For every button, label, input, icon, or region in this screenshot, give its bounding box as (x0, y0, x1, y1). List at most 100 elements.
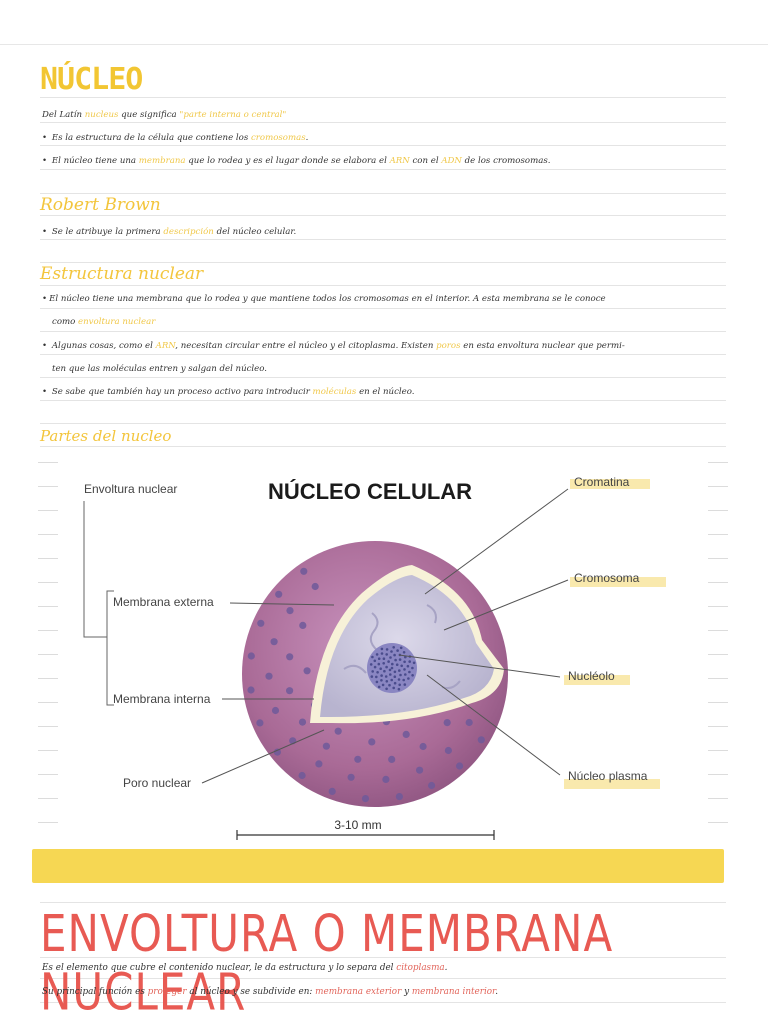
highlight: membrana exterior (315, 987, 402, 997)
nucleolus-granule (403, 683, 407, 686)
label-poro-nuclear: Poro nuclear (123, 776, 191, 790)
ruled-line (40, 423, 726, 424)
nuclear-pore-dot (256, 719, 264, 727)
text: en esta envoltura nuclear que permi- (460, 341, 625, 351)
nucleolus-granule (389, 673, 392, 676)
nuclear-pore-dot (286, 653, 294, 661)
highlight: ARN (155, 341, 176, 351)
nucleolus-granule (402, 651, 406, 654)
highlight: membrana (138, 156, 186, 166)
nucleolus-granule (375, 680, 379, 684)
nuclear-pore-dot (465, 718, 473, 727)
nucleolus-granule (380, 679, 383, 682)
estructura-line-2: como envoltura nuclear (52, 317, 155, 327)
nucleolus-granule (377, 657, 381, 660)
nucleolus-granule (398, 658, 402, 661)
nucleolus-granule (388, 668, 392, 672)
nucleolus-granule (393, 670, 397, 674)
ruled-line (40, 262, 726, 263)
nucleolus-granule (399, 673, 402, 677)
nucleolus-granule (411, 674, 414, 677)
nucleolus-granule (381, 683, 385, 687)
nucleolus-granule (385, 680, 389, 683)
intro-line-2: Es la estructura de la célula que contie… (42, 133, 309, 143)
label-cromatina: Cromatina (574, 475, 630, 489)
label-membrana-externa: Membrana externa (113, 595, 214, 609)
nuclear-pore-dot (299, 621, 307, 629)
membrana-line-2: Su principal función es proteger al núcl… (42, 987, 498, 997)
text: del núcleo celular. (213, 227, 297, 237)
nucleolus-granule (392, 646, 396, 649)
nucleolus-granule (390, 666, 394, 670)
estructura-line-4: ten que las moléculas entren y salgan de… (52, 364, 268, 374)
highlight: nucleus (84, 110, 119, 120)
text: como (52, 317, 79, 327)
nuclear-pore-dot (402, 730, 410, 738)
nuclear-pore-dot (368, 738, 376, 746)
ruled-line (40, 122, 726, 123)
nuclear-pore-dot (456, 762, 464, 770)
ruled-line (40, 145, 726, 146)
highlight: moléculas (312, 387, 357, 397)
nucleolus-granule (379, 667, 383, 670)
nucleolus-granule (385, 653, 389, 656)
nucleolus-granule (385, 665, 388, 669)
nucleolus-granule (393, 653, 396, 657)
text: Su principal función es (42, 987, 148, 997)
label-cromosoma: Cromosoma (574, 571, 640, 585)
nucleolus-granule (402, 678, 406, 682)
ruled-line (40, 97, 726, 98)
text: Es el elemento que cubre el contenido nu… (42, 963, 397, 973)
text: Del Latín (42, 110, 85, 120)
text: . (305, 133, 309, 143)
text: que lo rodea y es el lugar donde se elab… (185, 156, 390, 166)
highlight: citoplasma (396, 963, 445, 973)
scale-label: 3-10 mm (334, 818, 381, 832)
text: y (401, 987, 412, 997)
nucleolus-granule (397, 687, 401, 691)
nuclear-pore-dot (271, 706, 280, 715)
ruled-line (40, 1002, 726, 1003)
label-envoltura-nuclear: Envoltura nuclear (84, 482, 177, 496)
nucleolus-granule (393, 675, 397, 678)
nuclear-pore-dot (354, 755, 362, 763)
intro-line-3: El núcleo tiene una membrana que lo rode… (42, 156, 551, 166)
robert-line-1: Se le atribuye la primera descripción de… (42, 227, 296, 237)
nucleolus-granule (373, 665, 377, 669)
nucleolus-granule (395, 663, 399, 666)
page-title: NÚCLEO (40, 62, 143, 97)
nuclear-pore-dot (303, 667, 311, 675)
nucleolus-granule (393, 681, 397, 685)
text: Se le atribuye la primera (51, 227, 164, 237)
nucleolus-granule (403, 668, 406, 671)
ruled-line (40, 354, 726, 355)
text: en el núcleo. (356, 387, 415, 397)
nucleolus-granule (390, 678, 394, 682)
nuclear-pore-dot (347, 773, 355, 781)
text: . (444, 963, 448, 973)
nucleolus-granule (380, 647, 384, 651)
nucleolus-granule (382, 657, 386, 660)
nucleolus-granule (384, 675, 388, 678)
nuclear-pore-dot (247, 652, 255, 660)
nucleolus-granule (398, 683, 402, 687)
top-border (0, 44, 768, 45)
nuclear-pore-dot (265, 672, 273, 680)
highlight: proteger (147, 987, 187, 997)
nuclear-pore-dot (361, 795, 370, 803)
section-title-partes: Partes del nucleo (40, 427, 172, 445)
label-nucleo-plasma: Núcleo plasma (568, 769, 648, 783)
nucleolus-granule (377, 662, 381, 666)
ruled-line (40, 239, 726, 240)
nuclear-pore-dot (388, 755, 396, 763)
nucleolus-granule (376, 671, 379, 674)
right-margin-lines (708, 462, 728, 842)
label-nucleolo: Nucléolo (568, 669, 615, 683)
text: . (495, 987, 499, 997)
ruled-line (40, 446, 726, 447)
ruled-line (40, 169, 726, 170)
text: que significa (118, 110, 180, 120)
estructura-line-3: Algunas cosas, como el ARN, necesitan ci… (42, 341, 625, 351)
ruled-line (40, 377, 726, 378)
